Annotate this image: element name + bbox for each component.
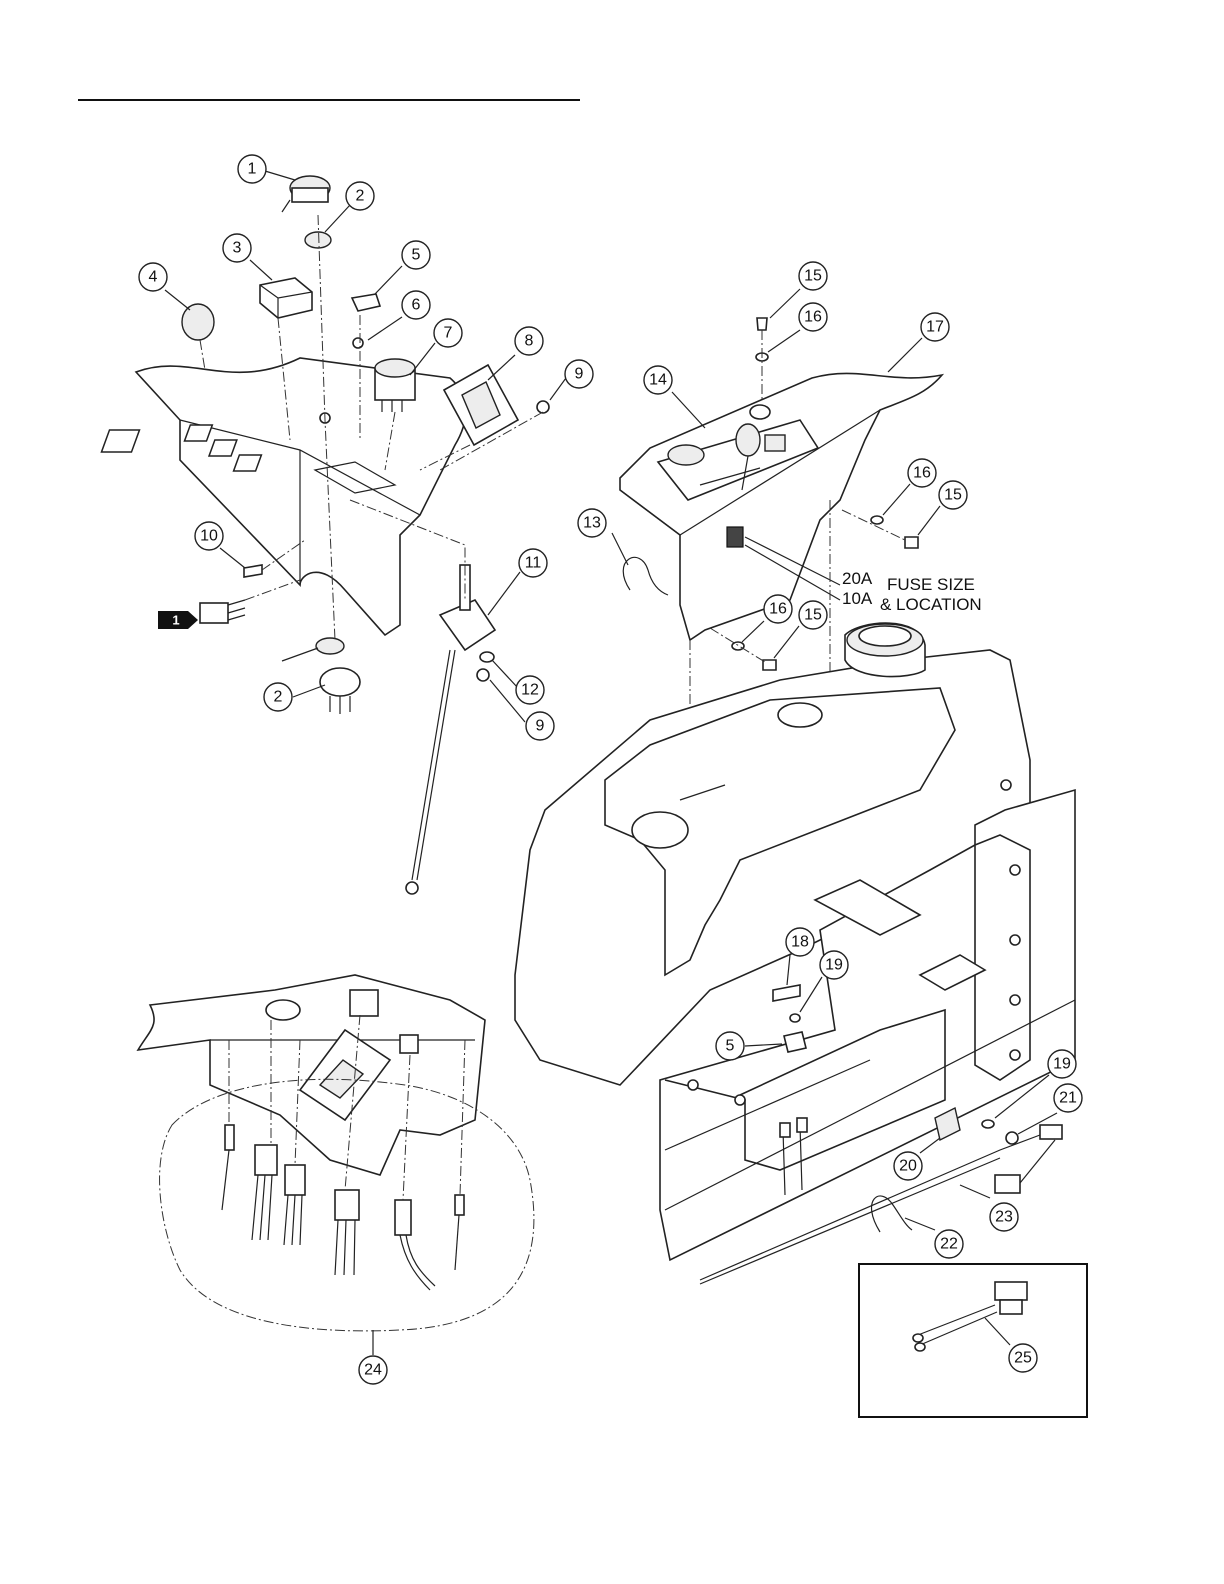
- balloon-6: 6: [402, 291, 430, 319]
- svg-text:1: 1: [248, 161, 257, 178]
- balloon-12: 12: [516, 676, 544, 704]
- svg-text:18: 18: [791, 934, 809, 951]
- svg-text:20: 20: [899, 1158, 917, 1175]
- svg-text:15: 15: [804, 268, 822, 285]
- svg-text:5: 5: [412, 247, 421, 264]
- nut-part-21: [1006, 1132, 1018, 1144]
- balloon-16-top: 16: [799, 303, 827, 331]
- svg-text:23: 23: [995, 1209, 1013, 1226]
- connector-part-5: [352, 294, 380, 311]
- balloon-19-upper: 19: [820, 951, 848, 979]
- balloon-17: 17: [921, 313, 949, 341]
- bolt-part-18: [773, 985, 800, 1001]
- fuse-callout: 20A 10A FUSE SIZE & LOCATION: [842, 569, 982, 614]
- washer-part-19a: [790, 1014, 800, 1022]
- balloon-9-upper: 9: [565, 360, 593, 388]
- svg-text:6: 6: [412, 297, 421, 314]
- nut-part-2: [305, 232, 331, 248]
- screw-part-6: [353, 338, 363, 348]
- balloon-15-lower: 15: [799, 601, 827, 629]
- connector-part-5b: [784, 1032, 806, 1052]
- screw-part-10: [244, 565, 262, 577]
- fuse-rating-lower: 10A: [842, 589, 873, 608]
- reference-tag: 1: [158, 611, 198, 629]
- balloon-1: 1: [238, 155, 266, 183]
- svg-text:19: 19: [1053, 1056, 1071, 1073]
- balloon-2-lower: 2: [264, 683, 292, 711]
- balloon-13: 13: [578, 509, 606, 537]
- fuse-rating-upper: 20A: [842, 569, 873, 588]
- svg-text:9: 9: [575, 366, 584, 383]
- balloon-14: 14: [644, 366, 672, 394]
- balloon-25: 25: [1009, 1344, 1037, 1372]
- svg-text:7: 7: [444, 325, 453, 342]
- svg-text:9: 9: [536, 718, 545, 735]
- panel-underside: [138, 975, 485, 1175]
- svg-text:13: 13: [583, 515, 601, 532]
- svg-text:3: 3: [233, 240, 242, 257]
- balloon-21: 21: [1054, 1084, 1082, 1112]
- balloon-5-upper: 5: [402, 241, 430, 269]
- balloon-18: 18: [786, 928, 814, 956]
- svg-text:5: 5: [726, 1038, 735, 1055]
- cable-tie-part-22: [872, 1196, 912, 1232]
- harness-connector-part: [200, 600, 245, 623]
- balloon-7: 7: [434, 319, 462, 347]
- balloon-3: 3: [223, 234, 251, 262]
- balloon-19-lower: 19: [1048, 1050, 1076, 1078]
- balloon-11: 11: [519, 549, 547, 577]
- svg-text:1: 1: [172, 613, 179, 628]
- switch-housing-part: [260, 278, 312, 318]
- balloon-8: 8: [515, 327, 543, 355]
- svg-text:10: 10: [200, 528, 218, 545]
- fuse-caption-line2: & LOCATION: [880, 595, 982, 614]
- balloon-10: 10: [195, 522, 223, 550]
- svg-text:21: 21: [1059, 1090, 1077, 1107]
- balloon-15-top: 15: [799, 262, 827, 290]
- balloon-15-right: 15: [939, 481, 967, 509]
- svg-text:16: 16: [804, 309, 822, 326]
- svg-text:8: 8: [525, 333, 534, 350]
- svg-text:11: 11: [525, 555, 542, 572]
- balloon-23: 23: [990, 1203, 1018, 1231]
- balloon-20: 20: [894, 1152, 922, 1180]
- balloon-2-upper: 2: [346, 182, 374, 210]
- balloon-4: 4: [139, 263, 167, 291]
- balloon-5-lower: 5: [716, 1032, 744, 1060]
- svg-text:12: 12: [521, 682, 539, 699]
- svg-text:25: 25: [1014, 1350, 1032, 1367]
- cable-tie-part-13: [623, 557, 668, 595]
- svg-text:22: 22: [940, 1236, 958, 1253]
- balloon-16-lower: 16: [764, 595, 792, 623]
- svg-text:15: 15: [804, 607, 822, 624]
- svg-text:19: 19: [825, 957, 843, 974]
- nut-part-9b: [477, 669, 489, 681]
- svg-text:16: 16: [769, 601, 787, 618]
- balloon-22: 22: [935, 1230, 963, 1258]
- svg-text:14: 14: [649, 372, 667, 389]
- fuse-caption-line1: FUSE SIZE: [887, 575, 975, 594]
- connector-adapter-part-25: [913, 1282, 1027, 1351]
- balloon-9-lower: 9: [526, 712, 554, 740]
- nut-part-9a: [537, 401, 549, 413]
- throttle-cable-part: [406, 565, 495, 894]
- inset-box: [859, 1264, 1087, 1417]
- balloon-16-right: 16: [908, 459, 936, 487]
- ignition-switch-part: [316, 638, 360, 714]
- svg-text:15: 15: [944, 487, 962, 504]
- balloon-24: 24: [359, 1356, 387, 1384]
- svg-text:4: 4: [149, 269, 158, 286]
- svg-text:2: 2: [356, 188, 365, 205]
- svg-text:17: 17: [926, 319, 944, 336]
- key-switch-part: [282, 176, 330, 212]
- knob-part: [182, 304, 214, 340]
- svg-text:2: 2: [274, 689, 283, 706]
- svg-text:16: 16: [913, 465, 931, 482]
- svg-text:24: 24: [364, 1362, 382, 1379]
- washer-part-19b: [982, 1120, 994, 1128]
